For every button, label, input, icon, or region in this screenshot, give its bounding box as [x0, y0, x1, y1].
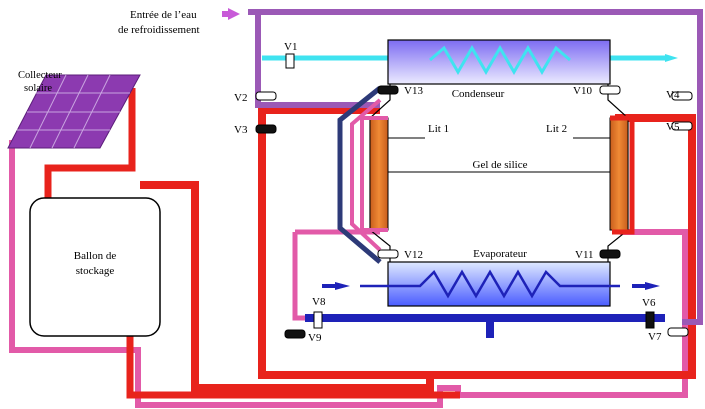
- valve-v7-label: V7: [648, 331, 662, 343]
- cooling-water-label-2: de refroidissement: [118, 24, 200, 36]
- pipe-network: [9, 9, 703, 408]
- valve-v12-label: V12: [404, 249, 423, 261]
- cooling-water-inlet: Entrée de l’eau de refroidissement: [118, 8, 678, 62]
- valves: V1 V2 V3 V4 V5 V6 V7 V8 V9 V10 V11 V12: [234, 41, 693, 344]
- valve-v9-icon[interactable]: [284, 329, 306, 339]
- cooling-violet-left: [255, 12, 380, 108]
- valve-v13-label: V13: [404, 85, 423, 97]
- tank-red-return: [126, 335, 460, 399]
- valve-v1-label: V1: [284, 41, 297, 53]
- valve-v13-icon[interactable]: [377, 85, 399, 95]
- bed-1-coil: [337, 86, 382, 264]
- valve-v7-icon[interactable]: [667, 327, 689, 337]
- evaporator: Evaporateur: [322, 248, 660, 307]
- valve-v8-icon[interactable]: [313, 311, 323, 329]
- evap-outlet-arrow-icon: [645, 282, 660, 290]
- valve-v9-label: V9: [308, 332, 322, 344]
- collector-label-1: Collecteur: [18, 70, 62, 81]
- valve-v4-icon[interactable]: [671, 91, 693, 101]
- valve-v1-icon[interactable]: [285, 53, 295, 69]
- valve-v11-label: V11: [575, 249, 594, 261]
- valve-v2-icon[interactable]: [255, 91, 277, 101]
- cooling-violet-loop: [248, 9, 703, 325]
- evap-inlet-arrow-icon: [335, 282, 350, 290]
- valve-v5-icon[interactable]: [671, 121, 693, 131]
- condenser-label: Condenseur: [452, 88, 505, 100]
- valve-v4-label: V4: [666, 89, 680, 101]
- collector-label-2: solaire: [24, 83, 52, 94]
- evaporator-label: Evaporateur: [473, 248, 527, 260]
- cooling-violet-pink: [292, 232, 310, 321]
- bed-2-label: Lit 2: [546, 123, 567, 135]
- valve-v3-label: V3: [234, 124, 248, 136]
- valve-v6-label: V6: [642, 297, 656, 309]
- bed-2-coil: [610, 115, 635, 235]
- valve-v2-label: V2: [234, 92, 247, 104]
- valve-v11-icon[interactable]: [599, 249, 621, 259]
- valve-v10-icon[interactable]: [599, 85, 621, 95]
- condenser: Condenseur: [387, 39, 611, 100]
- condenser-outlet-arrow-icon: [665, 54, 678, 62]
- valve-v6-icon[interactable]: [645, 311, 655, 329]
- cooling-water-label-1: Entrée de l’eau: [130, 9, 197, 21]
- solar-collector: Collecteur solaire: [7, 70, 141, 149]
- valve-v5-label: V5: [666, 121, 680, 133]
- tank-label-2: stockage: [76, 265, 115, 277]
- collector-red-supply: [44, 88, 136, 198]
- collector-pink-loop: [9, 140, 688, 408]
- bed-1: [369, 117, 389, 231]
- bed-2: [609, 117, 629, 231]
- valve-v3-icon[interactable]: [255, 124, 277, 134]
- valve-v8-label: V8: [312, 296, 326, 308]
- valve-v12-icon[interactable]: [377, 249, 399, 259]
- storage-tank: Ballon de stockage: [29, 197, 161, 337]
- bed-1-label: Lit 1: [428, 123, 449, 135]
- inlet-arrow-icon: [228, 8, 240, 20]
- condenser-coil: [429, 45, 571, 75]
- valve-v10-label: V10: [573, 85, 592, 97]
- tank-red-supply: [140, 106, 434, 392]
- tank-label-1: Ballon de: [74, 250, 117, 262]
- adsorption-chamber: Lit 1 Lit 2 Gel de silice: [337, 84, 635, 264]
- right-red-loop: [430, 114, 696, 379]
- evaporator-coil: [360, 269, 620, 299]
- silica-gel-label: Gel de silice: [473, 159, 528, 171]
